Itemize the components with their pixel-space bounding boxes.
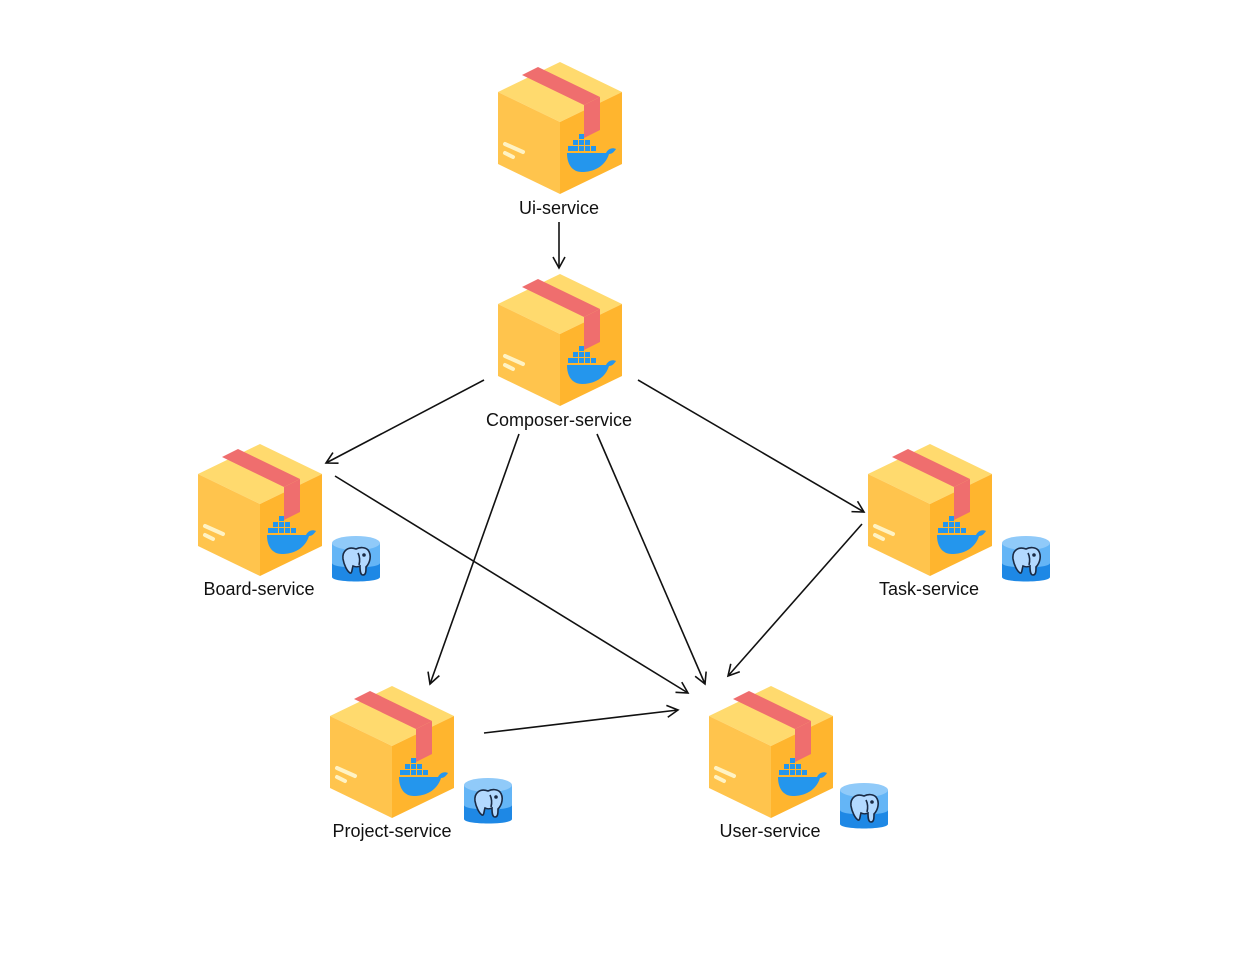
docker-whale-icon	[567, 346, 616, 384]
task-service-label: Task-service	[878, 579, 980, 599]
arrow-composer-to-task	[637, 379, 866, 513]
tape-top	[354, 691, 432, 729]
user-postgresql-icon	[838, 780, 890, 834]
box-left-face	[868, 474, 930, 576]
composer-service-label: Composer-service	[485, 410, 633, 430]
docker-whale-icon	[267, 516, 316, 554]
tape-top	[892, 449, 970, 487]
tape-side	[584, 309, 600, 350]
tape-side	[795, 721, 811, 762]
tape-side	[954, 479, 970, 520]
tape-top	[522, 279, 600, 317]
postgres-elephant-icon	[850, 793, 879, 823]
task-service-box-icon	[866, 442, 994, 578]
arrow-composer-to-board	[324, 379, 485, 464]
project-service-label: Project-service	[332, 821, 452, 841]
docker-whale-icon	[778, 758, 827, 796]
postgres-elephant-icon	[1012, 546, 1041, 576]
arrow-composer-to-project	[427, 433, 520, 686]
arrow-board-to-user	[334, 475, 690, 694]
postgres-elephant-icon	[342, 546, 371, 576]
board-postgresql-icon	[330, 533, 382, 587]
composer-service-box-icon	[496, 272, 624, 408]
task-postgresql-icon	[1000, 533, 1052, 587]
tape-top	[222, 449, 300, 487]
board-service-box-icon	[196, 442, 324, 578]
tape-top	[733, 691, 811, 729]
ui-service-box-icon	[496, 60, 624, 196]
box-left-face	[198, 474, 260, 576]
project-service-box-icon	[328, 684, 456, 820]
arrow-task-to-user	[726, 523, 863, 678]
postgres-elephant-icon	[474, 788, 503, 818]
docker-whale-icon	[399, 758, 448, 796]
board-service-label: Board-service	[203, 579, 315, 599]
box-left-face	[498, 92, 560, 194]
tape-side	[416, 721, 432, 762]
box-left-face	[330, 716, 392, 818]
user-service-box-icon	[707, 684, 835, 820]
ui-service-label: Ui-service	[518, 198, 600, 218]
arrow-project-to-user	[483, 704, 680, 734]
box-left-face	[498, 304, 560, 406]
tape-side	[584, 97, 600, 138]
docker-whale-icon	[567, 134, 616, 172]
project-postgresql-icon	[462, 775, 514, 829]
arrow-composer-to-user	[596, 433, 707, 686]
box-left-face	[709, 716, 771, 818]
tape-top	[522, 67, 600, 105]
docker-whale-icon	[937, 516, 986, 554]
user-service-label: User-service	[719, 821, 821, 841]
tape-side	[284, 479, 300, 520]
